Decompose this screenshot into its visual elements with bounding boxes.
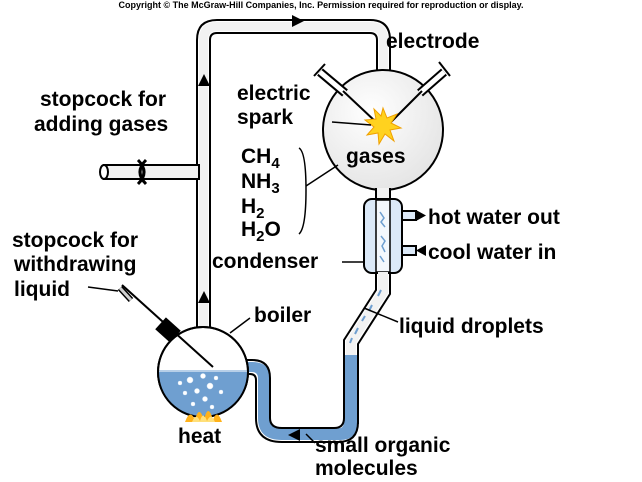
flame-icon xyxy=(185,411,222,422)
label-stopcock-withdrawing-3: liquid xyxy=(14,278,70,301)
copyright-text: Copyright © The McGraw-Hill Companies, I… xyxy=(118,0,523,10)
spark-icon xyxy=(363,106,403,146)
formula-h2o: H2O xyxy=(241,218,281,245)
formula-h2: H2 xyxy=(241,195,265,222)
spark-leader-line xyxy=(331,121,372,126)
label-spark: spark xyxy=(237,106,293,129)
electrode-right xyxy=(390,61,451,123)
formula-ch4: CH4 xyxy=(241,145,280,172)
flow-arrow-top xyxy=(292,15,304,27)
label-electrode: electrode xyxy=(386,30,479,53)
flow-arrow-up-lower xyxy=(198,291,210,303)
hot-water-arrow xyxy=(416,210,426,221)
boiler-leader-line xyxy=(229,317,251,334)
flow-arrow-up-upper xyxy=(198,74,210,86)
u-trap xyxy=(238,355,359,443)
label-electric: electric xyxy=(237,82,311,105)
condenser xyxy=(363,198,417,274)
flow-arrow-return xyxy=(288,429,300,441)
label-liquid-droplets: liquid droplets xyxy=(399,315,544,338)
label-gases: gases xyxy=(346,145,406,168)
formula-bracket xyxy=(298,147,307,235)
cool-water-arrow xyxy=(416,245,426,256)
label-stopcock-adding-2: adding gases xyxy=(34,113,168,136)
organic-leader-line xyxy=(305,433,316,444)
gases-leader-line xyxy=(305,164,339,187)
stopcock-adding-gases xyxy=(99,158,200,186)
label-stopcock-withdrawing-2: withdrawing xyxy=(13,253,137,276)
label-stopcock-adding-1: stopcock for xyxy=(40,88,166,111)
label-cool-water-in: cool water in xyxy=(428,241,556,264)
label-molecules: molecules xyxy=(315,457,418,480)
stopcock-withdrawing-liquid xyxy=(87,284,214,368)
label-heat: heat xyxy=(178,425,221,448)
electrode-left xyxy=(313,63,377,123)
label-boiler: boiler xyxy=(254,304,311,327)
label-small-organic: small organic xyxy=(315,434,451,457)
label-condenser: condenser xyxy=(212,250,318,273)
label-stopcock-withdrawing-1: stopcock for xyxy=(12,229,138,252)
label-hot-water-out: hot water out xyxy=(428,206,560,229)
droplets-leader-line xyxy=(363,307,399,323)
formula-nh3: NH3 xyxy=(241,170,280,197)
